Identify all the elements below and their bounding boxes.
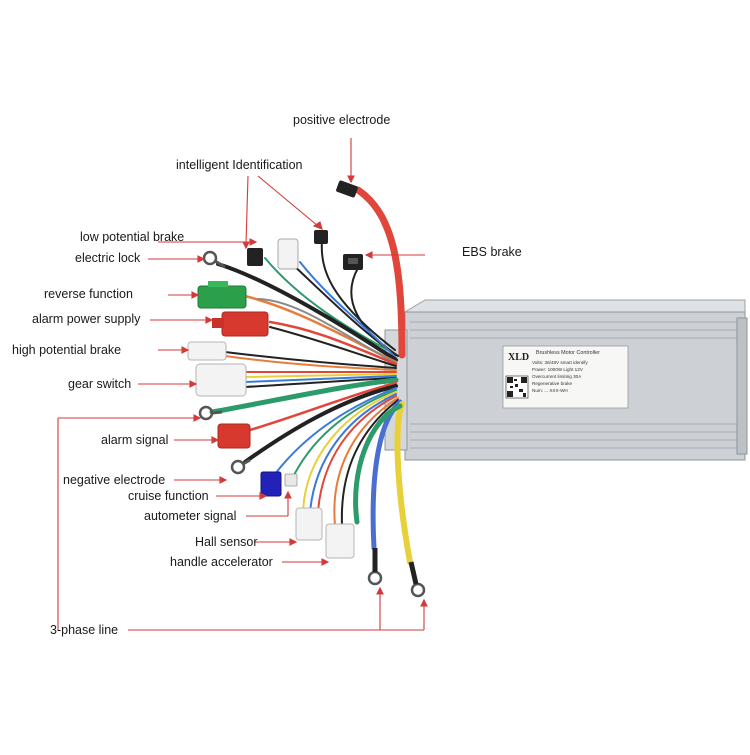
autometer-connector xyxy=(284,473,298,487)
identification-wire xyxy=(320,239,396,351)
label-alarm-signal: alarm signal xyxy=(101,433,169,447)
plate-line: Volts: 36/48V smart identify xyxy=(532,360,588,365)
label-hall-sensor: Hall sensor xyxy=(195,535,258,549)
phase-green-wire xyxy=(353,403,403,525)
label-handle-accelerator: handle accelerator xyxy=(170,555,273,569)
annotation-lines xyxy=(57,138,428,631)
cruise-connector xyxy=(260,471,282,497)
alarm-ring xyxy=(198,405,223,421)
alarm-wire xyxy=(209,377,399,415)
green-connector xyxy=(197,285,247,309)
label-electric-lock: electric lock xyxy=(75,251,141,265)
label-alarm-power-supply: alarm power supply xyxy=(32,312,141,326)
gear-switch-connector xyxy=(195,363,247,397)
red-connector xyxy=(221,311,269,337)
label-three-phase-line: 3-phase line xyxy=(50,623,119,637)
label-reverse-function: reverse function xyxy=(44,287,133,301)
label-plate xyxy=(502,345,629,409)
label-low-potential-brake: low potential brake xyxy=(80,230,185,244)
alarm-power-wire xyxy=(268,320,398,366)
accelerator-wire xyxy=(333,397,399,526)
label-positive-electrode: positive electrode xyxy=(293,113,391,127)
cruise-wire xyxy=(271,387,397,479)
plate-line: Overcurrent limiting 30A xyxy=(532,374,582,379)
autometer-wire xyxy=(289,389,397,484)
connectors xyxy=(187,180,426,598)
plate-line: Brushless Motor Controller xyxy=(536,350,600,356)
label-negative-electrode: negative electrode xyxy=(63,473,166,487)
label-ebs-brake: EBS brake xyxy=(462,245,522,259)
plate-line: Power: 1000W Light 12V xyxy=(532,367,583,372)
high-brake-connector xyxy=(187,341,227,361)
label-autometer-signal: autometer signal xyxy=(144,509,237,523)
accelerator-connector xyxy=(325,523,355,559)
phase-ring-1 xyxy=(367,548,383,586)
negative-wire xyxy=(243,384,398,464)
label-high-potential-brake: high potential brake xyxy=(12,343,122,357)
white-2pin-connector xyxy=(277,238,299,270)
label-cruise-function: cruise function xyxy=(128,489,209,503)
phase-yellow-wire xyxy=(394,401,413,565)
label-gear-switch: gear switch xyxy=(68,377,132,391)
alarm-signal-wire xyxy=(248,381,398,432)
electric-lock-ring xyxy=(202,250,226,269)
plate-line: Num: ... XXX-WH xyxy=(532,388,568,393)
hall-connector xyxy=(295,507,323,541)
low-brake-wire xyxy=(264,257,396,355)
alarm-signal-connector xyxy=(217,423,251,449)
low-brake-connector xyxy=(247,248,263,266)
high-brake-wire xyxy=(224,351,397,369)
identification-connector xyxy=(314,230,328,244)
wire-bundle xyxy=(209,186,413,565)
hall-wire-1 xyxy=(302,391,397,513)
positive-connector xyxy=(336,180,358,198)
plate-line: Regenerative brake xyxy=(532,381,573,386)
label-intelligent-identification: intelligent Identification xyxy=(176,158,303,172)
electric-lock-wire xyxy=(216,262,398,362)
red-power-wire xyxy=(354,186,406,359)
phase-ring-2 xyxy=(408,561,426,598)
plate-logo: XLD xyxy=(508,352,530,363)
negative-ring xyxy=(230,458,251,475)
